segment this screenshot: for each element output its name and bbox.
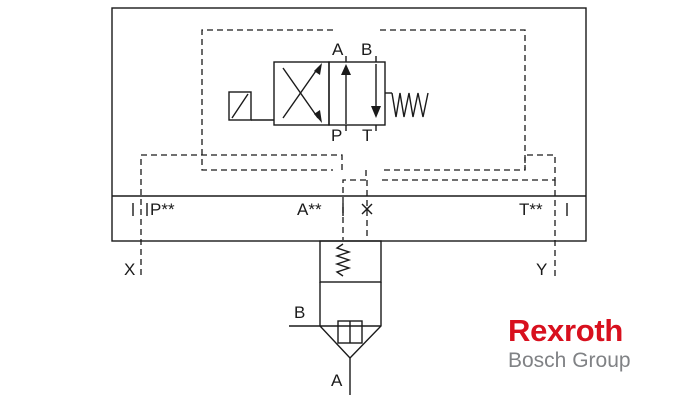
port-b-label: B [361,40,372,59]
port-p-label: P [331,126,342,145]
logo-group: Bosch Group [508,349,631,372]
port-t-label: T [362,126,372,145]
pilot-line-x [140,154,343,278]
cartridge-spring [334,243,352,277]
cartridge-port-a-label: A [331,371,343,390]
pilot-line-t [382,154,556,181]
solenoid-coil [228,91,252,121]
flow-arrow-down-head [371,106,381,118]
cartridge-spring-chamber [319,240,382,283]
pilot-envelope-right [380,29,526,171]
pilot-envelope-left [201,29,333,171]
port-x-label: X [124,260,135,279]
rexroth-logo: Rexroth Bosch Group [508,314,688,373]
plug-cross-2 [361,203,373,215]
port-a-star-label: A** [297,200,322,219]
flow-arrow-up-head [341,64,351,75]
port-p-star-label: P** [150,200,175,219]
port-a-label: A [332,40,344,59]
logo-brand: Rexroth [508,313,624,348]
port-y-label: Y [536,260,547,279]
port-t-star-label: T** [519,200,543,219]
cross-line-2 [282,67,319,119]
solenoid-diagonal [231,93,249,119]
cross-arrow-head-1 [314,110,322,123]
return-spring [391,92,429,118]
cartridge-port-b-label: B [294,303,305,322]
cross-arrow-head-2 [314,63,322,75]
cartridge-body [319,282,382,360]
